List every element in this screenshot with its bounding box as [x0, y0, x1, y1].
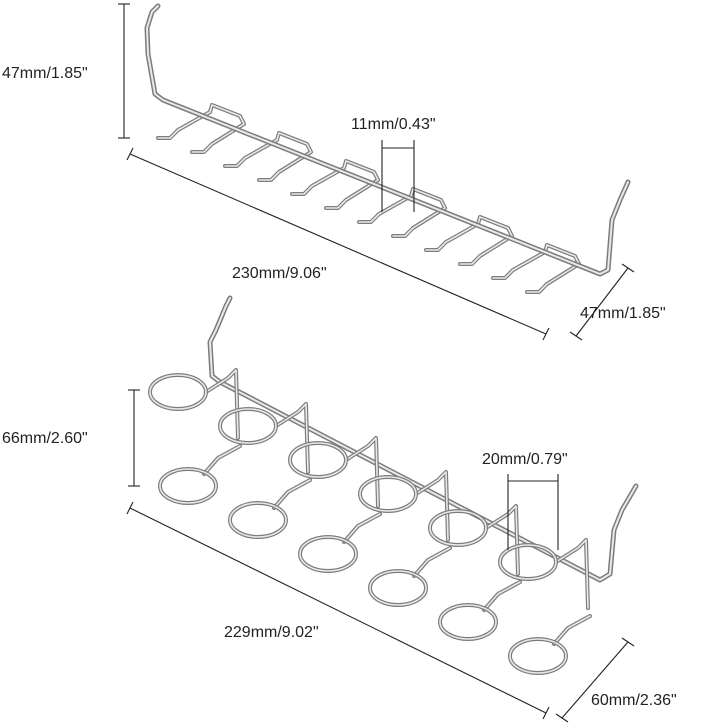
- lower-ring-connector-highlight: [273, 479, 311, 509]
- bottom-rack-ring-pair: [498, 538, 592, 675]
- top-depth-dimension: 47mm/1.85": [569, 263, 666, 341]
- bottom-rack-rings: [148, 368, 592, 675]
- lower-ring-connector-highlight: [413, 547, 451, 577]
- bottom-height-dimension: 66mm/2.60": [2, 389, 140, 487]
- top-rack-main-bar-highlight: [146, 5, 629, 275]
- upper-ring-highlight: [219, 408, 277, 444]
- bottom-height-label: 66mm/2.60": [2, 430, 88, 447]
- bottom-depth-dimension: 60mm/2.36": [555, 637, 677, 723]
- bottom-ring-rack: [148, 295, 639, 675]
- top-depth-label: 47mm/1.85": [580, 305, 666, 322]
- lower-ring-connector-highlight: [553, 615, 591, 645]
- top-spacing-dimension: 11mm/0.43": [351, 116, 436, 212]
- lower-ring-connector: [482, 580, 522, 612]
- top-rack-hook-highlight: [291, 160, 379, 209]
- upper-ring-highlight: [289, 442, 347, 478]
- lower-ring-highlight: [369, 570, 427, 606]
- upper-ring-bracket-highlight: [275, 403, 309, 473]
- top-spacing-label: 11mm/0.43": [351, 116, 436, 133]
- upper-ring-bracket-highlight: [415, 471, 449, 541]
- bottom-rack-ring-pair: [288, 436, 382, 573]
- lower-ring-connector: [412, 546, 452, 578]
- lower-ring-connector-highlight: [343, 513, 381, 543]
- bottom-depth-label: 60mm/2.36": [591, 692, 677, 709]
- upper-ring-highlight: [429, 510, 487, 546]
- bottom-rack-ring-pair: [428, 504, 522, 641]
- lower-ring-highlight: [439, 604, 497, 640]
- upper-ring-bracket-highlight: [205, 369, 239, 439]
- lower-ring-connector: [342, 512, 382, 544]
- top-rack-hook-highlight: [492, 244, 580, 293]
- upper-ring-bracket-highlight: [485, 505, 519, 575]
- top-rack-hooks: [156, 103, 581, 294]
- top-length-label: 230mm/9.06": [232, 265, 327, 282]
- bottom-rack-main-bar: [207, 295, 639, 583]
- upper-ring-highlight: [359, 476, 417, 512]
- lower-ring-highlight: [299, 536, 357, 572]
- bottom-length-label: 229mm/9.02": [224, 624, 319, 641]
- lower-ring-highlight: [159, 468, 217, 504]
- lower-ring-connector: [202, 444, 242, 476]
- upper-ring-bracket-highlight: [345, 437, 379, 507]
- lower-ring-connector: [272, 478, 312, 510]
- bottom-rack-ring-pair: [148, 368, 242, 505]
- top-rack-hook-highlight: [224, 132, 312, 181]
- top-height-dimension: 47mm/1.85": [2, 3, 130, 139]
- lower-ring-highlight: [509, 638, 567, 674]
- lower-ring-highlight: [229, 502, 287, 538]
- bottom-rack-ring-pair: [218, 402, 312, 539]
- top-hook-rack: [144, 3, 631, 294]
- bottom-spacing-dimension: 20mm/0.79": [482, 451, 568, 550]
- upper-ring-highlight: [499, 544, 557, 580]
- top-rack-hook-highlight: [358, 188, 446, 237]
- upper-ring-highlight: [149, 374, 207, 410]
- bottom-rack-main-bar-highlight: [209, 297, 637, 581]
- bottom-spacing-label: 20mm/0.79": [482, 451, 568, 468]
- top-height-label: 47mm/1.85": [2, 65, 88, 82]
- lower-ring-connector-highlight: [483, 581, 521, 611]
- bottom-rack-ring-pair: [358, 470, 452, 607]
- top-length-dimension: 230mm/9.06": [126, 147, 550, 341]
- lower-ring-connector-highlight: [203, 445, 241, 475]
- lower-ring-connector: [552, 614, 592, 646]
- top-rack-hook-highlight: [157, 104, 245, 153]
- top-rack-hook-highlight: [425, 216, 513, 265]
- upper-ring-bracket-highlight: [555, 539, 589, 609]
- bottom-length-dimension: 229mm/9.02": [126, 501, 550, 720]
